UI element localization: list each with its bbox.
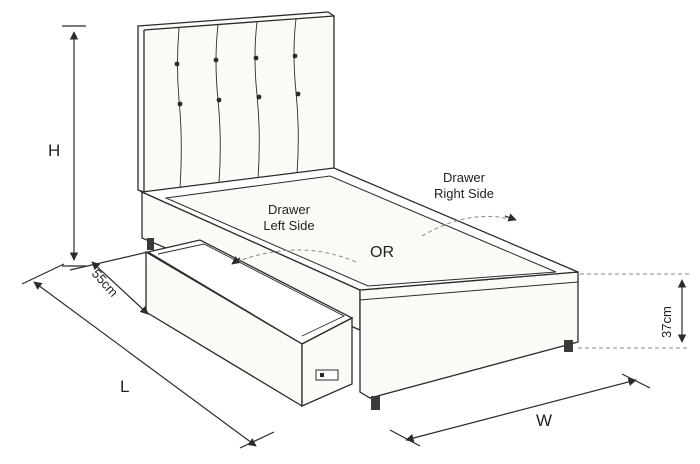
drawer-depth-dimension [69, 251, 149, 315]
drawer-left-line2: Left Side [263, 218, 314, 233]
or-label: OR [370, 244, 394, 261]
drawer-right-line1: Drawer [443, 170, 486, 185]
bed-feet [147, 238, 573, 410]
base-height-label: 37cm [659, 306, 674, 338]
headboard-buttons [174, 53, 301, 107]
drawer-left-line1: Drawer [268, 202, 311, 217]
width-dimension [389, 373, 651, 447]
headboard-tufting [177, 18, 299, 189]
length-label: L [120, 377, 129, 396]
length-dimension [21, 263, 275, 449]
drawer-right-line2: Right Side [434, 186, 494, 201]
drawer-handle [315, 369, 339, 381]
drawer-arcs [235, 215, 515, 263]
drawer-depth-label: 55cm [89, 266, 121, 300]
height-dimension [62, 25, 86, 267]
base-height-dimension [578, 273, 690, 349]
headboard [137, 11, 335, 193]
height-label: H [48, 141, 60, 160]
width-label: W [536, 411, 552, 430]
